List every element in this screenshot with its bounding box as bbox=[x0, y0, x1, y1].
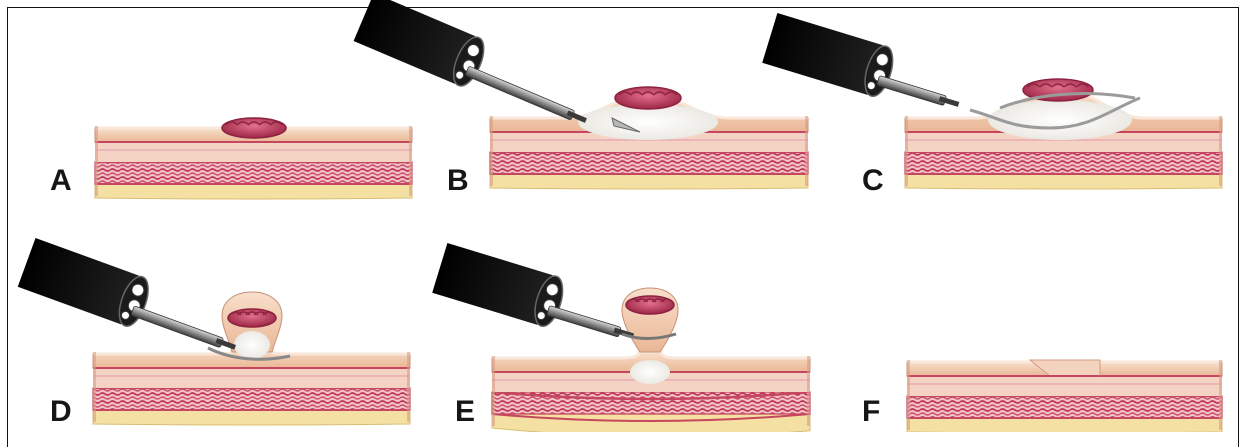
block-edge bbox=[93, 352, 96, 422]
block-edge bbox=[492, 356, 495, 426]
panel-label-e: E bbox=[455, 397, 475, 427]
lesion bbox=[615, 87, 681, 109]
block-edge bbox=[95, 126, 98, 196]
block-edge bbox=[490, 116, 493, 186]
panel-label-c: C bbox=[862, 166, 884, 196]
panel-label-f: F bbox=[862, 397, 880, 427]
block-edge bbox=[407, 352, 410, 422]
panel-label-b: B bbox=[447, 166, 469, 196]
block-edge bbox=[905, 116, 908, 186]
instrument-shaft bbox=[465, 66, 575, 120]
instrument-shaft bbox=[547, 306, 622, 337]
muscle-layer bbox=[905, 152, 1222, 174]
serosa-layer bbox=[93, 410, 410, 425]
muscle-layer bbox=[907, 396, 1222, 418]
muscle-layer bbox=[490, 152, 808, 174]
block-edge bbox=[1219, 116, 1222, 186]
serosa-layer bbox=[490, 174, 808, 189]
panel-e bbox=[432, 243, 810, 432]
panel-c bbox=[762, 13, 1222, 189]
block-edge bbox=[807, 356, 810, 426]
panel-label-d: D bbox=[50, 397, 72, 427]
endoscope-icon bbox=[18, 238, 247, 364]
panel-d bbox=[18, 238, 410, 425]
muscle-layer bbox=[93, 388, 410, 410]
panel-f bbox=[907, 360, 1222, 432]
injection-fluid bbox=[234, 331, 270, 359]
lesion bbox=[222, 118, 286, 138]
panel-a bbox=[95, 118, 412, 199]
submucosa-layer bbox=[95, 142, 412, 162]
endoscope-icon bbox=[432, 243, 643, 353]
endoscope-icon bbox=[762, 13, 968, 121]
instrument-shaft bbox=[131, 306, 224, 348]
panel-b bbox=[354, 0, 808, 189]
block-edge bbox=[907, 360, 910, 430]
panel-label-a: A bbox=[50, 166, 72, 196]
injection-fluid bbox=[630, 360, 670, 384]
serosa-layer bbox=[95, 184, 412, 199]
endoscope-icon bbox=[354, 0, 600, 137]
serosa-layer bbox=[905, 174, 1222, 189]
endoscopic-resection-diagram bbox=[0, 0, 1245, 432]
muscle-layer bbox=[95, 162, 412, 184]
instrument-shaft bbox=[877, 76, 947, 106]
block-edge bbox=[1219, 360, 1222, 430]
block-edge bbox=[409, 126, 412, 196]
submucosa-layer bbox=[907, 376, 1222, 396]
block-edge bbox=[805, 116, 808, 186]
submucosa-layer bbox=[93, 368, 410, 388]
serosa-layer bbox=[907, 418, 1222, 432]
